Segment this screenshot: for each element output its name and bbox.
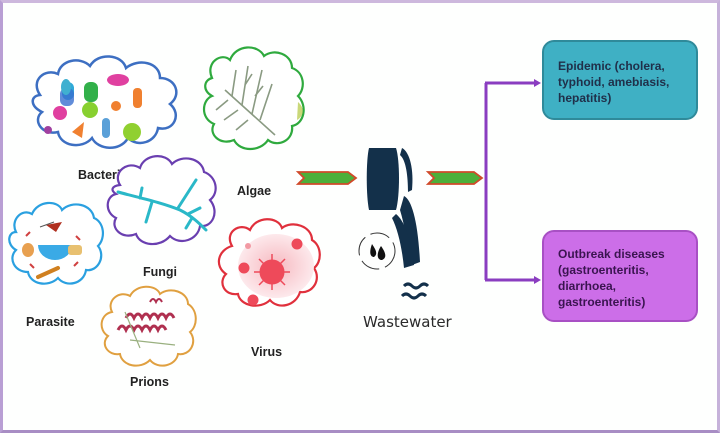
parasite-cloud: Parasite [8, 201, 104, 329]
arrow-to-outcomes [425, 171, 484, 185]
epidemic-line: typhoid, amebiasis, [558, 75, 670, 89]
parasite-icon [22, 221, 82, 279]
outbreak-box: Outbreak diseases (gastroenteritis, diar… [542, 230, 698, 322]
epidemic-line: hepatitis) [558, 91, 612, 105]
fungi-icon [116, 178, 208, 232]
virus-icon [238, 238, 303, 306]
prions-label: Prions [130, 375, 169, 389]
bacteria-icon [44, 74, 142, 141]
fungi-label: Fungi [143, 265, 177, 279]
outbreak-line: gastroenteritis) [558, 295, 646, 309]
virus-cloud: Virus [217, 218, 321, 359]
algae-cloud: Algae [202, 46, 305, 198]
prions-icon [116, 298, 176, 349]
epidemic-line: Epidemic (cholera, [558, 59, 665, 73]
bacteria-label: Bacteria [78, 168, 128, 182]
outbreak-line: (gastroenteritis, [558, 263, 649, 277]
outbreak-line: diarrhoea, [558, 279, 617, 293]
prions-cloud: Prions [100, 285, 197, 389]
virus-label: Virus [251, 345, 282, 359]
arrowhead-outbreak [534, 276, 541, 284]
fungi-cloud: Fungi [106, 155, 217, 279]
outbreak-line: Outbreak diseases [558, 247, 665, 261]
epidemic-box: Epidemic (cholera, typhoid, amebiasis, h… [542, 40, 698, 120]
water-cycle-icon [358, 232, 396, 270]
parasite-label: Parasite [26, 315, 75, 329]
wastewater-label: Wastewater [363, 313, 453, 331]
pipe-pouring-water-icon [366, 148, 430, 300]
bacteria-cloud: Bacteria [31, 55, 178, 182]
algae-icon [215, 65, 276, 136]
branch-connector [484, 81, 536, 282]
arrow-to-wastewater [295, 171, 358, 185]
arrowhead-epidemic [534, 79, 541, 87]
algae-label: Algae [237, 184, 271, 198]
